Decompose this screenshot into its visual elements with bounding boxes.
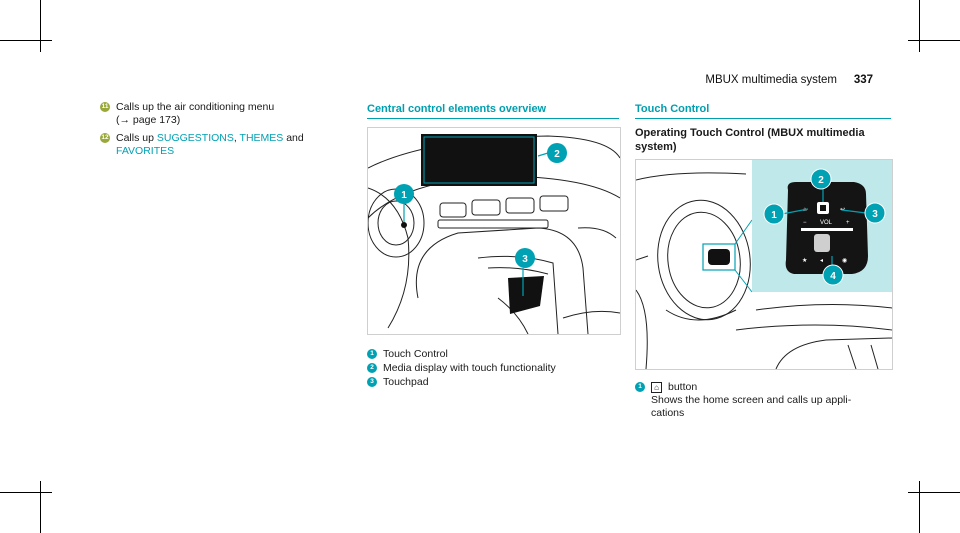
callout-1: 1 <box>763 203 785 225</box>
heading-rule <box>635 118 891 119</box>
item-marker: 12 <box>100 133 110 143</box>
vol-label: VOL <box>820 220 833 226</box>
legend-item: 2 Media display with touch functionality <box>367 362 619 375</box>
section-heading: Touch Control <box>635 103 710 115</box>
item-text: Calls up <box>116 132 154 144</box>
svg-text:1: 1 <box>401 190 407 201</box>
minus-label: − <box>803 220 807 226</box>
running-header-title: MBUX multimedia system <box>705 74 837 86</box>
favorites-link[interactable]: FAVORITES <box>116 145 175 157</box>
crop-mark <box>0 40 52 41</box>
left-column: 11 Calls up the air conditioning menu (→… <box>100 101 310 163</box>
plus-label: + <box>846 220 850 226</box>
svg-text:2: 2 <box>818 175 824 186</box>
media-display <box>421 134 537 186</box>
callout-2: 2 <box>810 168 832 190</box>
legend-desc-cont: cations <box>651 407 685 419</box>
legend-title: ⌂ button <box>651 381 851 394</box>
crop-mark <box>919 481 920 533</box>
middle-legend: 1 Touch Control 2 Media display with tou… <box>367 348 619 394</box>
page-reference-link[interactable]: page 173) <box>132 114 181 126</box>
legend-desc: Shows the home screen and calls up appli… <box>651 394 852 406</box>
callout-2: 2 <box>547 143 567 163</box>
page-number: 337 <box>853 74 873 86</box>
legend-item: 1 ⌂ button Shows the home screen and call… <box>635 381 891 420</box>
crop-mark <box>40 481 41 533</box>
svg-text:4: 4 <box>830 271 836 282</box>
right-legend: 1 ⌂ button Shows the home screen and call… <box>635 381 891 425</box>
touch-control-drawing: ⌂ ↩ VOL − + ★ ◂ ◉ 1 2 3 4 <box>636 160 892 369</box>
legend-item: 3 Touchpad <box>367 376 619 389</box>
subheading: Operating Touch Control (MBUX multimedia… <box>635 127 865 153</box>
crop-mark <box>908 40 960 41</box>
item-marker: 2 <box>367 363 377 373</box>
legend-text: Touch Control <box>383 348 448 360</box>
crop-mark <box>0 492 52 493</box>
arrow-icon: → <box>119 114 131 126</box>
svg-text:3: 3 <box>872 209 878 220</box>
separator: , <box>233 132 237 144</box>
themes-link[interactable]: THEMES <box>239 132 284 144</box>
legend-item: 1 Touch Control <box>367 348 619 361</box>
item-marker: 11 <box>100 102 110 112</box>
svg-text:3: 3 <box>522 254 528 265</box>
item-text: Calls up the air conditioning menu <box>116 101 275 113</box>
home-icon: ⌂ <box>651 382 662 393</box>
list-item: 11 Calls up the air conditioning menu (→… <box>100 101 310 127</box>
callout-4: 4 <box>822 264 844 286</box>
list-item: 12 Calls up SUGGESTIONS, THEMES and FAVO… <box>100 132 310 158</box>
touch-control-illustration: ⌂ ↩ VOL − + ★ ◂ ◉ 1 2 3 4 <box>635 159 893 370</box>
svg-text:1: 1 <box>771 210 777 221</box>
callout-1: 1 <box>394 184 414 204</box>
heading-rule <box>367 118 619 119</box>
paren: ( <box>116 114 120 126</box>
legend-label: button <box>668 381 698 393</box>
item-marker: 1 <box>367 349 377 359</box>
conjunction: and <box>286 132 304 144</box>
section-heading: Central control elements overview <box>367 103 547 115</box>
legend-text: Media display with touch functionality <box>383 362 556 374</box>
suggestions-link[interactable]: SUGGESTIONS <box>156 132 234 144</box>
svg-text:2: 2 <box>554 149 560 160</box>
item-text-line2: (→ page 173) <box>116 114 274 127</box>
callout-3: 3 <box>864 202 886 224</box>
dashboard-drawing: 1 2 3 <box>368 134 620 334</box>
svg-text:◉: ◉ <box>842 258 847 264</box>
callout-3: 3 <box>515 248 535 268</box>
crop-mark <box>908 492 960 493</box>
item-marker: 1 <box>635 382 645 392</box>
svg-text:★: ★ <box>802 257 807 264</box>
crop-mark <box>40 0 41 52</box>
touchpad-shape <box>508 276 544 314</box>
legend-text: Touchpad <box>383 376 429 388</box>
dashboard-illustration: 1 2 3 <box>367 127 621 335</box>
item-marker: 3 <box>367 377 377 387</box>
crop-mark <box>919 0 920 52</box>
svg-text:◂: ◂ <box>820 258 823 264</box>
